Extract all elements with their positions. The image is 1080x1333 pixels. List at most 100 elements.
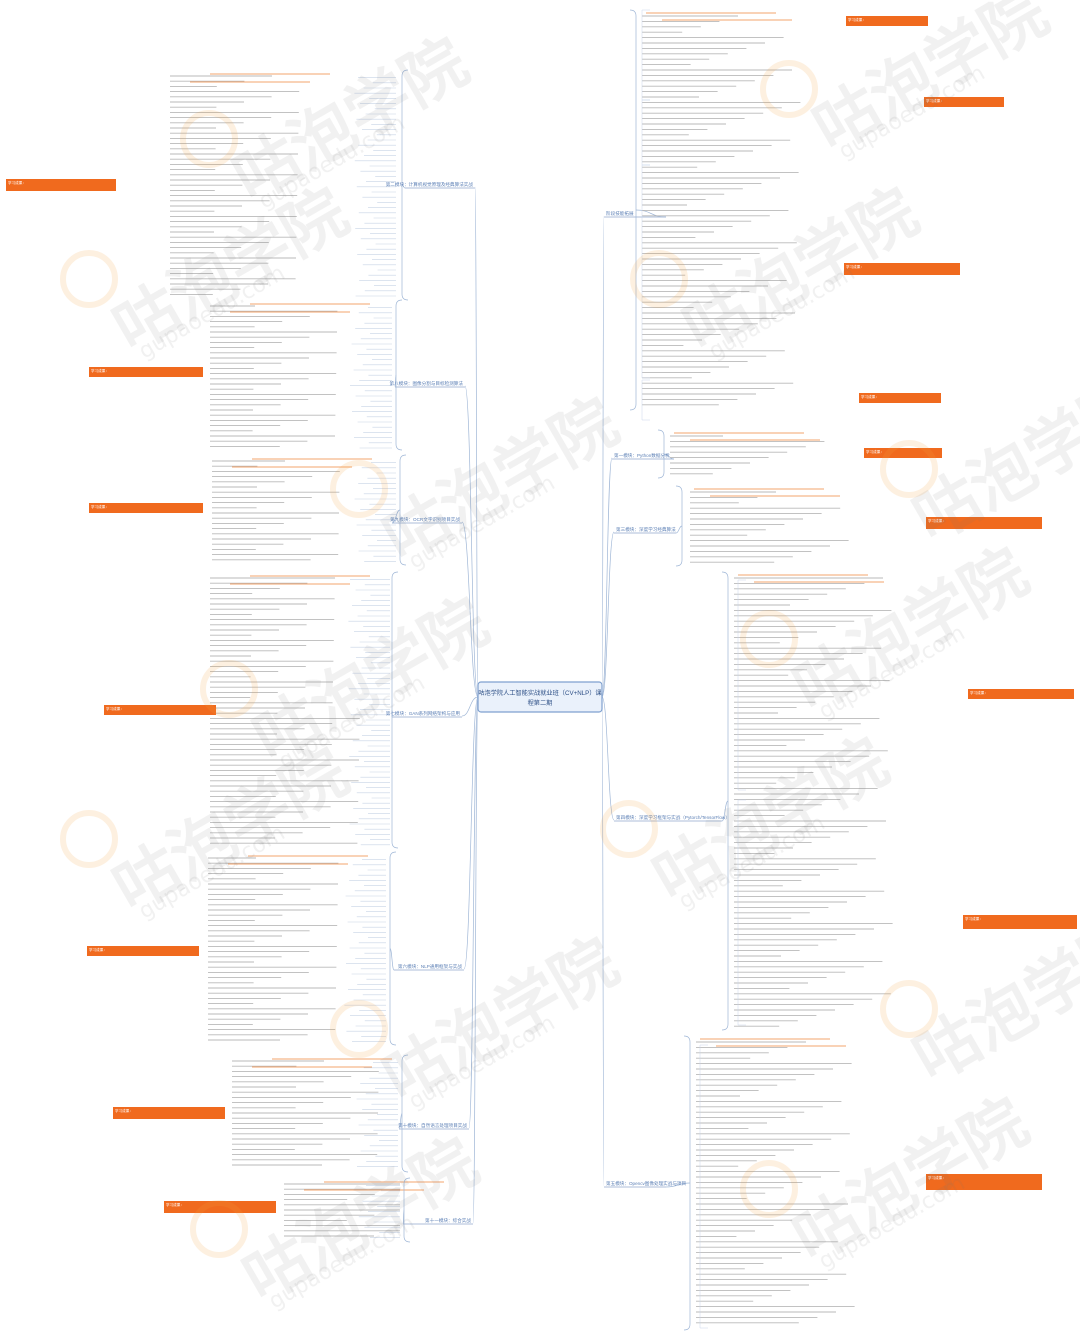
- learning-outcome-box: [926, 1174, 1042, 1190]
- note-label: 学习成果：: [166, 1202, 184, 1207]
- note-label: 学习成果：: [928, 518, 946, 523]
- branch-connector: [601, 531, 615, 698]
- branch-label: 第六模块：NLP通用框架与实战: [398, 963, 462, 970]
- branch-label: 第八模块：图像分割与目标检测算法: [389, 380, 463, 387]
- branch-right-5[interactable]: 第五模块：Opencv图像处理实战与项目: [606, 1180, 686, 1187]
- branch-connector: [601, 696, 605, 1187]
- branch-left-6[interactable]: 第十模块：自然语言处理项目实战: [398, 1122, 467, 1129]
- branch-left-1[interactable]: 第二模块：计算机视觉原理及经典算法实战: [386, 181, 474, 188]
- branch-right-1[interactable]: 阶段技能拓展: [606, 210, 634, 217]
- note-label: 学习成果：: [115, 1108, 133, 1113]
- branch-connector: [461, 521, 479, 698]
- note-label: 学习成果：: [970, 690, 988, 695]
- subtopic-bracket: [395, 299, 403, 451]
- subtopic-bracket: [657, 429, 665, 479]
- subtopic-bracket: [683, 1035, 691, 1331]
- branch-label: 第三模块：深度学习经典算法: [616, 526, 676, 533]
- note-label: 学习成果：: [846, 264, 864, 269]
- note-label: 学习成果：: [91, 368, 109, 373]
- branch-connector: [601, 696, 615, 821]
- branch-connector: [601, 457, 613, 698]
- subtopic-bracket: [403, 1177, 411, 1243]
- bracket-connector: [665, 1182, 691, 1188]
- inner-bracket: [699, 1044, 708, 1329]
- branch-connector: [474, 186, 479, 698]
- branch-left-2[interactable]: 第八模块：图像分割与目标检测算法: [389, 380, 463, 387]
- root-topic-title-line2: 程第二期: [528, 699, 553, 707]
- subtopic-brackets: [389, 9, 746, 1331]
- branch-label: 第十模块：自然语言处理项目实战: [398, 1122, 467, 1129]
- inner-bracket: [641, 99, 650, 166]
- branch-left-5[interactable]: 第六模块：NLP通用框架与实战: [398, 963, 462, 970]
- note-label: 学习成果：: [8, 180, 26, 185]
- branch-right-2[interactable]: 第一模块：Python数据分析: [614, 452, 670, 459]
- note-label: 学习成果：: [926, 98, 944, 103]
- inner-bracket: [737, 579, 746, 791]
- root-topic[interactable]: 咕泡学院人工智能实战就业班（CV+NLP）课 程第二期: [477, 681, 603, 713]
- branch-label: 阶段技能拓展: [606, 210, 634, 217]
- inner-bracket: [641, 164, 650, 379]
- branch-right-4[interactable]: 第四模块：深度学习框架与实战（Pytorch/TensorFlow）: [616, 814, 730, 821]
- note-label: 学习成果：: [89, 947, 107, 952]
- subtopic-bracket: [401, 69, 409, 301]
- note-label: 学习成果：: [965, 916, 983, 921]
- bracket-connector: [721, 800, 729, 822]
- learning-outcome-box: [89, 503, 203, 513]
- note-label: 学习成果：: [928, 1175, 946, 1180]
- bracket-connector: [389, 948, 395, 971]
- bracket-connector: [663, 453, 675, 460]
- note-label: 学习成果：: [106, 706, 124, 711]
- learning-outcome-box: [87, 946, 199, 956]
- branch-right-3[interactable]: 第三模块：深度学习经典算法: [616, 526, 676, 533]
- bracket-connector: [675, 525, 683, 534]
- branch-label: 第七模块：GAN系列网络架构与应用: [386, 710, 461, 717]
- subtopic-bracket: [391, 571, 399, 849]
- branch-label: 第九模块：OCR文字识别项目实战: [390, 516, 460, 523]
- learning-outcome-box: [864, 448, 942, 458]
- learning-outcome-box: [104, 705, 216, 715]
- learning-outcome-box: [164, 1201, 276, 1213]
- inner-bracket: [737, 799, 746, 1026]
- learning-outcome-box: [924, 97, 1004, 107]
- subtopic-bracket: [675, 485, 683, 567]
- note-label: 学习成果：: [861, 394, 879, 399]
- note-label: 学习成果：: [91, 504, 109, 509]
- bracket-connector: [391, 509, 401, 524]
- branch-connector: [464, 385, 479, 698]
- branch-left-7[interactable]: 第十一模块：综合实战: [425, 1217, 471, 1224]
- branch-label: 第五模块：Opencv图像处理实战与项目: [606, 1180, 686, 1187]
- subtopic-bracket: [629, 9, 637, 411]
- branch-connector: [468, 696, 479, 1129]
- learning-outcome-box: [6, 179, 116, 191]
- branch-connector: [601, 215, 605, 698]
- branch-label: 第一模块：Python数据分析: [614, 452, 670, 459]
- root-topic-title: 咕泡学院人工智能实战就业班（CV+NLP）课: [478, 689, 602, 697]
- subtopic-bracket: [399, 454, 407, 566]
- branch-label: 第四模块：深度学习框架与实战（Pytorch/TensorFlow）: [616, 814, 730, 821]
- branch-left-4[interactable]: 第七模块：GAN系列网络架构与应用: [386, 710, 461, 717]
- note-label: 学习成果：: [848, 17, 866, 22]
- subtopic-bracket: [401, 1054, 409, 1173]
- branch-connector: [472, 696, 479, 1224]
- branch-label: 第二模块：计算机视觉原理及经典算法实战: [386, 181, 474, 188]
- branch-left-3[interactable]: 第九模块：OCR文字识别项目实战: [390, 516, 460, 523]
- branch-connector: [463, 696, 479, 970]
- learning-outcome-box: [844, 263, 960, 275]
- learning-outcome-box: [968, 689, 1074, 699]
- branch-connector: [461, 696, 479, 717]
- inner-bracket: [641, 379, 650, 421]
- learning-outcome-box: [963, 915, 1077, 929]
- learning-outcome-box: [113, 1107, 225, 1119]
- branch-connectors: [389, 184, 729, 1225]
- leaf-text-lines: [170, 12, 893, 1324]
- subtopic-bracket: [721, 571, 729, 1031]
- learning-outcome-box: [89, 367, 203, 377]
- learning-outcome-box: [846, 16, 928, 26]
- note-label: 学习成果：: [866, 449, 884, 454]
- subtopic-bracket: [389, 851, 397, 1046]
- learning-outcome-box: [926, 517, 1042, 529]
- branch-label: 第十一模块：综合实战: [425, 1217, 471, 1224]
- learning-outcome-box: [859, 393, 941, 403]
- bracket-connector: [635, 209, 667, 218]
